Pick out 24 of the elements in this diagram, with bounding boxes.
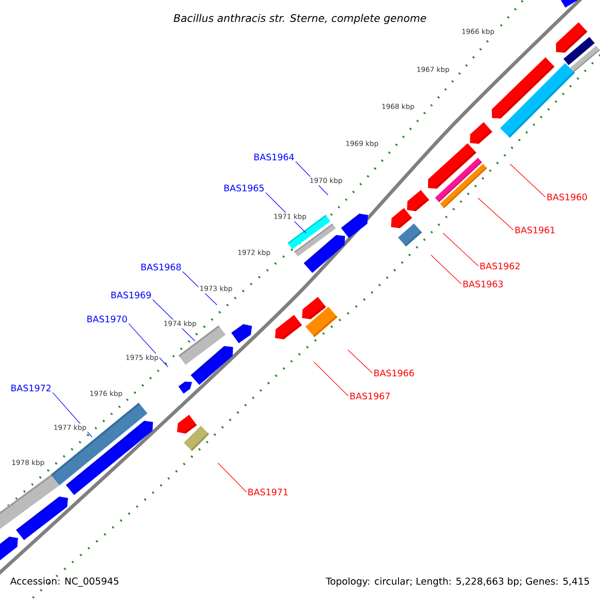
gene-label: BAS1970: [87, 316, 127, 322]
gene-label: BAS1969: [111, 292, 151, 298]
leader-line: [478, 198, 514, 230]
leader-line: [430, 254, 462, 284]
title: Bacillus anthracis str. Sterne, complete genome: [174, 14, 426, 24]
gene-label: BAS1965: [224, 184, 264, 192]
leader-line: [218, 462, 247, 492]
gene-label: BAS1964: [254, 154, 294, 160]
leader-line: [442, 232, 479, 266]
gene-label: BAS1972: [11, 384, 51, 392]
accession-text: Accession: NC_005945: [10, 577, 118, 587]
leader-line: [348, 350, 373, 374]
leader-line: [510, 164, 546, 198]
gene-label: BAS1963: [463, 280, 503, 288]
gene-label: BAS1971: [248, 488, 288, 496]
gene-label: BAS1968: [141, 264, 181, 270]
gene-label: BAS1967: [350, 392, 390, 400]
gene-label: BAS1960: [547, 194, 587, 200]
leader-line: [314, 362, 349, 396]
gene-label: BAS1961: [515, 226, 555, 234]
genome-info-text: Topology: circular; Length: 5,228,663 bp; Genes: 5,415: [326, 577, 589, 587]
gene-label: BAS1966: [374, 370, 414, 376]
leader-line: [128, 323, 168, 368]
gene-label: BAS1962: [480, 262, 520, 270]
